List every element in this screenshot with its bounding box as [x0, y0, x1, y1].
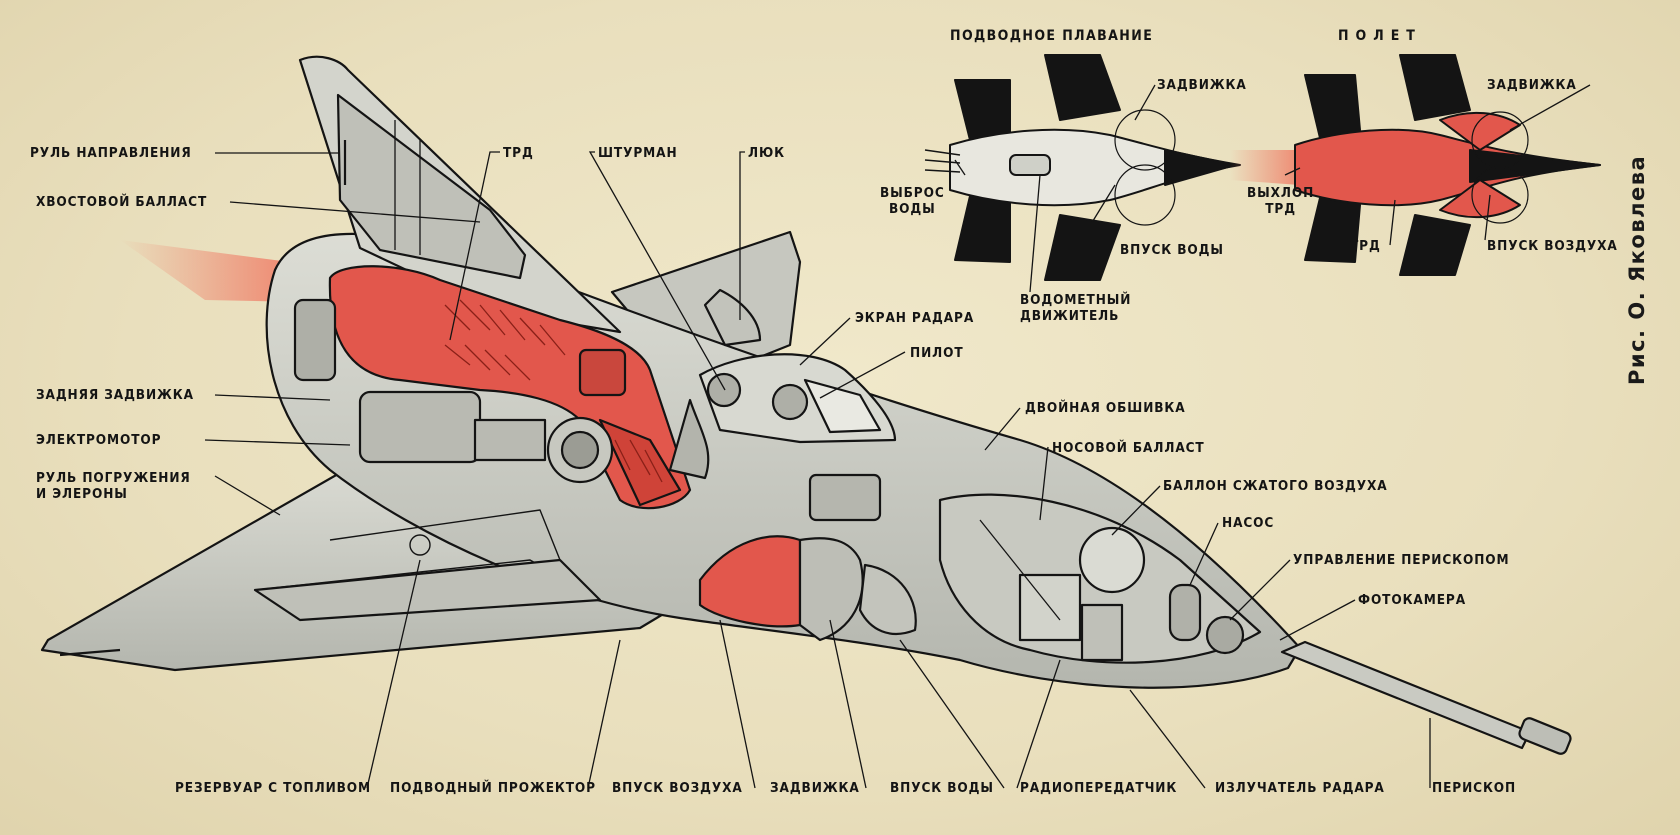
inset-flight-gate: ЗАДВИЖКА — [1487, 77, 1577, 93]
label-air-tank: БАЛЛОН СЖАТОГО ВОЗДУХА — [1163, 478, 1388, 494]
label-engine: ТРД — [503, 145, 534, 161]
label-water-intake: ВПУСК ВОДЫ — [890, 780, 994, 796]
inset-flight-exhaust: ВЫХЛОП ТРД — [1247, 185, 1315, 217]
label-pump: НАСОС — [1222, 515, 1275, 531]
leader-lines — [204, 84, 1591, 789]
inset-submerged-water-out: ВЫБРОС ВОДЫ — [880, 185, 945, 217]
label-tail-ballast: ХВОСТОВОЙ БАЛЛАСТ — [36, 194, 208, 210]
inset-submerged-jet-drive: ВОДОМЕТНЫЙ ДВИЖИТЕЛЬ — [1020, 292, 1132, 324]
flight-exhaust — [1230, 150, 1300, 185]
inset-flight-air-in: ВПУСК ВОЗДУХА — [1487, 238, 1618, 254]
label-gate: ЗАДВИЖКА — [770, 780, 860, 796]
label-rudder: РУЛЬ НАПРАВЛЕНИЯ — [30, 145, 192, 161]
inset-submerged-water-in: ВПУСК ВОДЫ — [1120, 242, 1224, 258]
inset-flight-title: ПОЛЕТ — [1338, 28, 1422, 44]
label-radar-emitter: ИЗЛУЧАТЕЛЬ РАДАРА — [1215, 780, 1385, 796]
pilot-figure — [771, 383, 809, 421]
label-periscope-control: УПРАВЛЕНИЕ ПЕРИСКОПОМ — [1293, 552, 1510, 568]
label-fuel-tank: РЕЗЕРВУАР С ТОПЛИВОМ — [175, 780, 371, 796]
inset-submerged-title: ПОДВОДНОЕ ПЛАВАНИЕ — [950, 28, 1154, 44]
label-air-intake: ВПУСК ВОЗДУХА — [612, 780, 743, 796]
label-double-skin: ДВОЙНАЯ ОБШИВКА — [1025, 400, 1186, 416]
inset-submerged-gate: ЗАДВИЖКА — [1157, 77, 1247, 93]
navigator-figure — [706, 372, 742, 408]
label-radar-screen: ЭКРАН РАДАРА — [855, 310, 975, 326]
inset-flight-engine: ТРД — [1350, 238, 1381, 254]
air-tank — [1078, 526, 1146, 594]
label-electric-motor: ЭЛЕКТРОМОТОР — [36, 432, 162, 448]
main-aircraft — [40, 55, 1572, 755]
label-hatch: ЛЮК — [748, 145, 785, 161]
label-rear-gate: ЗАДНЯЯ ЗАДВИЖКА — [36, 387, 194, 403]
inset-flight — [1230, 54, 1601, 276]
electric-motor-machinery — [293, 298, 614, 484]
label-radio: РАДИОПЕРЕДАТЧИК — [1020, 780, 1178, 796]
label-dive-rudder: РУЛЬ ПОГРУЖЕНИЯ И ЭЛЕРОНЫ — [36, 470, 191, 502]
hatch — [703, 288, 762, 347]
label-navigator: ШТУРМАН — [598, 145, 678, 161]
periscope-tube — [1280, 640, 1532, 750]
exhaust-plume — [120, 240, 300, 302]
label-periscope: ПЕРИСКОП — [1432, 780, 1517, 796]
inset-submerged — [924, 54, 1241, 281]
periscope-head — [1518, 717, 1572, 755]
label-pilot: ПИЛОТ — [910, 345, 964, 361]
label-nose-ballast: НОСОВОЙ БАЛЛАСТ — [1052, 440, 1205, 456]
label-camera: ФОТОКАМЕРА — [1358, 592, 1466, 608]
artist-credit: Рис. О. Яковлева — [1625, 154, 1649, 385]
label-searchlight: ПОДВОДНЫЙ ПРОЖЕКТОР — [390, 780, 596, 796]
